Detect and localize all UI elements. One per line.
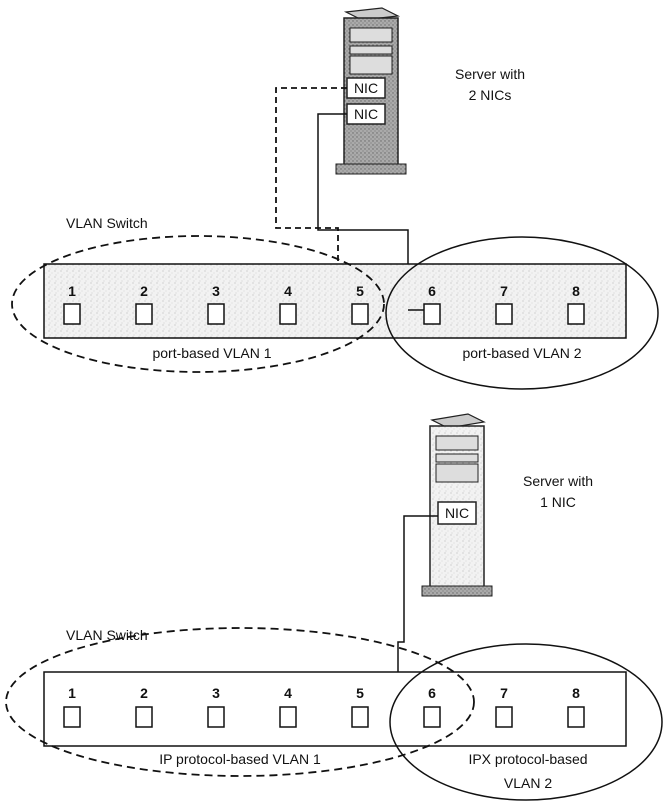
top-port-2 — [136, 304, 152, 324]
top-port-3-number: 3 — [212, 283, 220, 299]
bottom-port-7 — [496, 707, 512, 727]
bottom-port-5 — [352, 707, 368, 727]
top-nic-1: NIC — [347, 78, 385, 98]
bottom-port-1-number: 1 — [68, 685, 76, 701]
bottom-port-8 — [568, 707, 584, 727]
bottom-port-3 — [208, 707, 224, 727]
bottom-port-4-number: 4 — [284, 685, 292, 701]
bottom-server-label-line1: Server with — [523, 473, 593, 489]
top-port-7-number: 7 — [500, 283, 508, 299]
top-port-8 — [568, 304, 584, 324]
top-server-label-line1: Server with — [455, 66, 525, 82]
bottom-port-5-number: 5 — [356, 685, 364, 701]
top-port-7 — [496, 304, 512, 324]
bottom-port-2 — [136, 707, 152, 727]
top-port-5-number: 5 — [356, 283, 364, 299]
top-port-5 — [352, 304, 368, 324]
bottom-server: NIC — [422, 414, 492, 596]
top-vlan1-label: port-based VLAN 1 — [152, 345, 271, 361]
top-port-6-number: 6 — [428, 283, 436, 299]
bottom-port-8-number: 8 — [572, 685, 580, 701]
bottom-vlan1-label: IP protocol-based VLAN 1 — [159, 751, 321, 767]
top-nic-2-label: NIC — [354, 106, 378, 122]
bottom-port-3-number: 3 — [212, 685, 220, 701]
top-nic-2: NIC — [347, 104, 385, 124]
top-port-1 — [64, 304, 80, 324]
top-port-1-number: 1 — [68, 283, 76, 299]
bottom-port-6-number: 6 — [428, 685, 436, 701]
top-port-8-number: 8 — [572, 283, 580, 299]
top-server-label-line2: 2 NICs — [469, 87, 512, 103]
bottom-switch — [44, 672, 626, 746]
bottom-port-4 — [280, 707, 296, 727]
top-server: NIC NIC — [336, 8, 406, 174]
bottom-port-7-number: 7 — [500, 685, 508, 701]
bottom-vlan2-label-line1: IPX protocol-based — [468, 751, 587, 767]
top-port-4-number: 4 — [284, 283, 292, 299]
top-port-4 — [280, 304, 296, 324]
top-port-2-number: 2 — [140, 283, 148, 299]
top-switch — [44, 264, 626, 338]
top-vlan2-label: port-based VLAN 2 — [462, 345, 581, 361]
bottom-nic: NIC — [438, 502, 476, 524]
top-port-3 — [208, 304, 224, 324]
bottom-port-2-number: 2 — [140, 685, 148, 701]
bottom-nic-label: NIC — [445, 505, 469, 521]
bottom-vlan2-label-line2: VLAN 2 — [504, 775, 552, 791]
top-switch-label: VLAN Switch — [66, 215, 148, 231]
bottom-server-label-line2: 1 NIC — [540, 494, 576, 510]
bottom-port-6 — [424, 707, 440, 727]
top-port-6 — [424, 304, 440, 324]
bottom-port-1 — [64, 707, 80, 727]
top-nic-1-label: NIC — [354, 80, 378, 96]
